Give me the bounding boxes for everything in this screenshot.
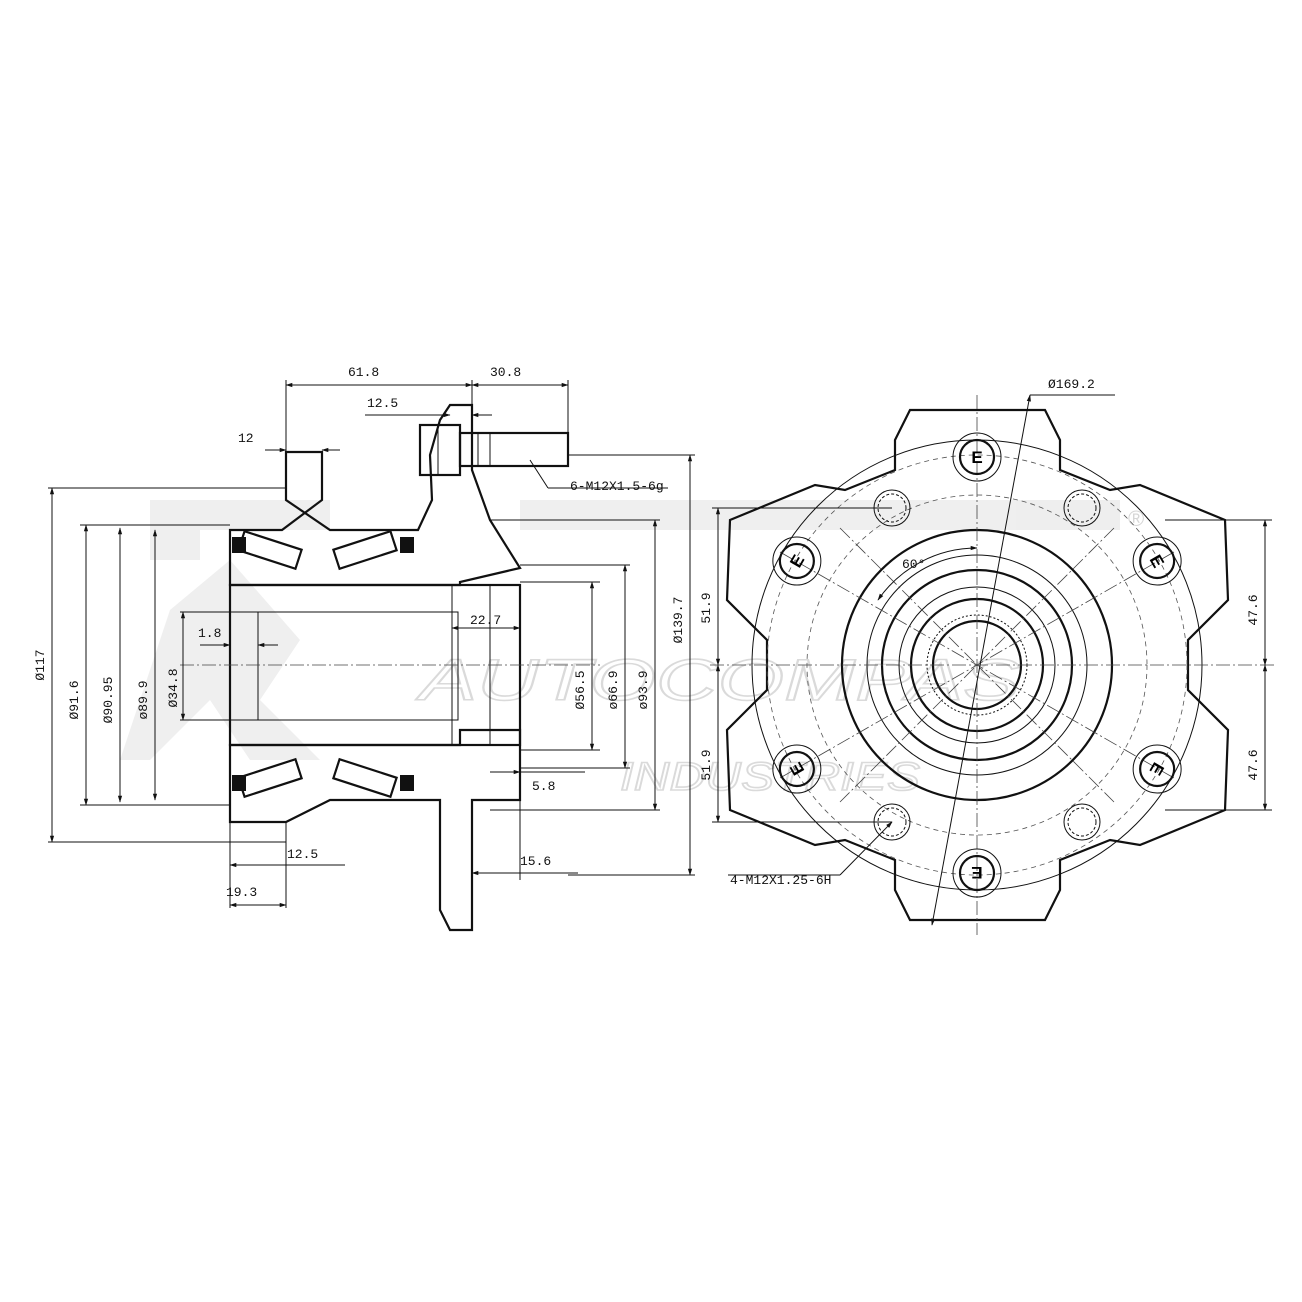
dim-5-8: 5.8 bbox=[532, 779, 555, 794]
svg-text:ø66.9: ø66.9 bbox=[606, 670, 621, 709]
watermark: AUTOCOMPAS INDUSTRIES ® bbox=[120, 500, 1144, 800]
dim-15-6: 15.6 bbox=[520, 854, 551, 869]
dim-12-5-bottom: 12.5 bbox=[287, 847, 318, 862]
stud-hole-6: E bbox=[772, 536, 822, 586]
dim-left-bottom: 51.9 bbox=[699, 749, 714, 780]
upper-hub-section bbox=[228, 403, 522, 587]
flange-outline bbox=[725, 408, 1230, 922]
dim-22-7: 22.7 bbox=[470, 613, 501, 628]
dim-30-8: 30.8 bbox=[490, 365, 521, 380]
svg-text:Ø56.5: Ø56.5 bbox=[573, 670, 588, 709]
dim-right-bottom: 47.6 bbox=[1246, 749, 1261, 780]
stud-marker-label: E bbox=[786, 552, 808, 571]
svg-text:Ø139.7: Ø139.7 bbox=[671, 597, 686, 644]
bearing-rollers-bottom bbox=[232, 757, 414, 799]
stud-marker-label: E bbox=[1146, 759, 1168, 778]
stud-hole-3: E bbox=[1132, 744, 1182, 794]
svg-text:Ø91.6: Ø91.6 bbox=[67, 680, 82, 719]
left-diameter-dims: Ø117 Ø91.6 Ø90.95 ø89.9 Ø34.8 bbox=[33, 487, 286, 843]
stud-hole-5: E bbox=[772, 744, 822, 794]
stud-marker-label: E bbox=[971, 863, 982, 882]
stud-callout: 6-M12X1.5-6g bbox=[570, 479, 664, 494]
right-diameter-dims: Ø56.5 ø66.9 ø93.9 Ø139.7 bbox=[490, 454, 695, 876]
dim-right-top: 47.6 bbox=[1246, 594, 1261, 625]
watermark-registered: ® bbox=[1128, 506, 1144, 531]
dim-61-8: 61.8 bbox=[348, 365, 379, 380]
wheel-stud bbox=[418, 423, 570, 477]
bearing-rollers-top bbox=[232, 529, 414, 571]
lower-hub-section bbox=[228, 728, 522, 932]
svg-text:Ø34.8: Ø34.8 bbox=[166, 668, 181, 707]
dim-angle-60: 60° bbox=[902, 557, 925, 572]
stud-marker-label: E bbox=[971, 448, 982, 467]
stud-hole-1: E bbox=[952, 432, 1002, 482]
dim-left-top: 51.9 bbox=[699, 592, 714, 623]
dim-dia-169-2: Ø169.2 bbox=[1048, 377, 1095, 392]
threaded-holes bbox=[873, 489, 1101, 841]
hole-callout: 4-M12X1.25-6H bbox=[730, 873, 831, 888]
watermark-line2: INDUSTRIES bbox=[620, 755, 920, 799]
stud-hole-4: E bbox=[952, 848, 1002, 898]
dim-12: 12 bbox=[238, 431, 254, 446]
svg-text:ø93.9: ø93.9 bbox=[636, 670, 651, 709]
bore-inner-sleeve bbox=[257, 611, 459, 721]
front-view: E E E E E E Ø169.2 60° 51.9 51.9 47.6 47.6 bbox=[699, 377, 1275, 935]
svg-text:ø89.9: ø89.9 bbox=[136, 680, 151, 719]
dim-12-5-top: 12.5 bbox=[367, 396, 398, 411]
side-section-view: 61.8 30.8 12.5 12 6-M12X1.5-6g Ø117 Ø91.… bbox=[33, 365, 695, 932]
svg-text:Ø90.95: Ø90.95 bbox=[101, 677, 116, 724]
stud-marker-label: E bbox=[1146, 552, 1168, 571]
stud-hole-2: E bbox=[1132, 536, 1182, 586]
svg-text:Ø117: Ø117 bbox=[33, 649, 48, 680]
dim-19-3: 19.3 bbox=[226, 885, 257, 900]
dim-1-8: 1.8 bbox=[198, 626, 221, 641]
